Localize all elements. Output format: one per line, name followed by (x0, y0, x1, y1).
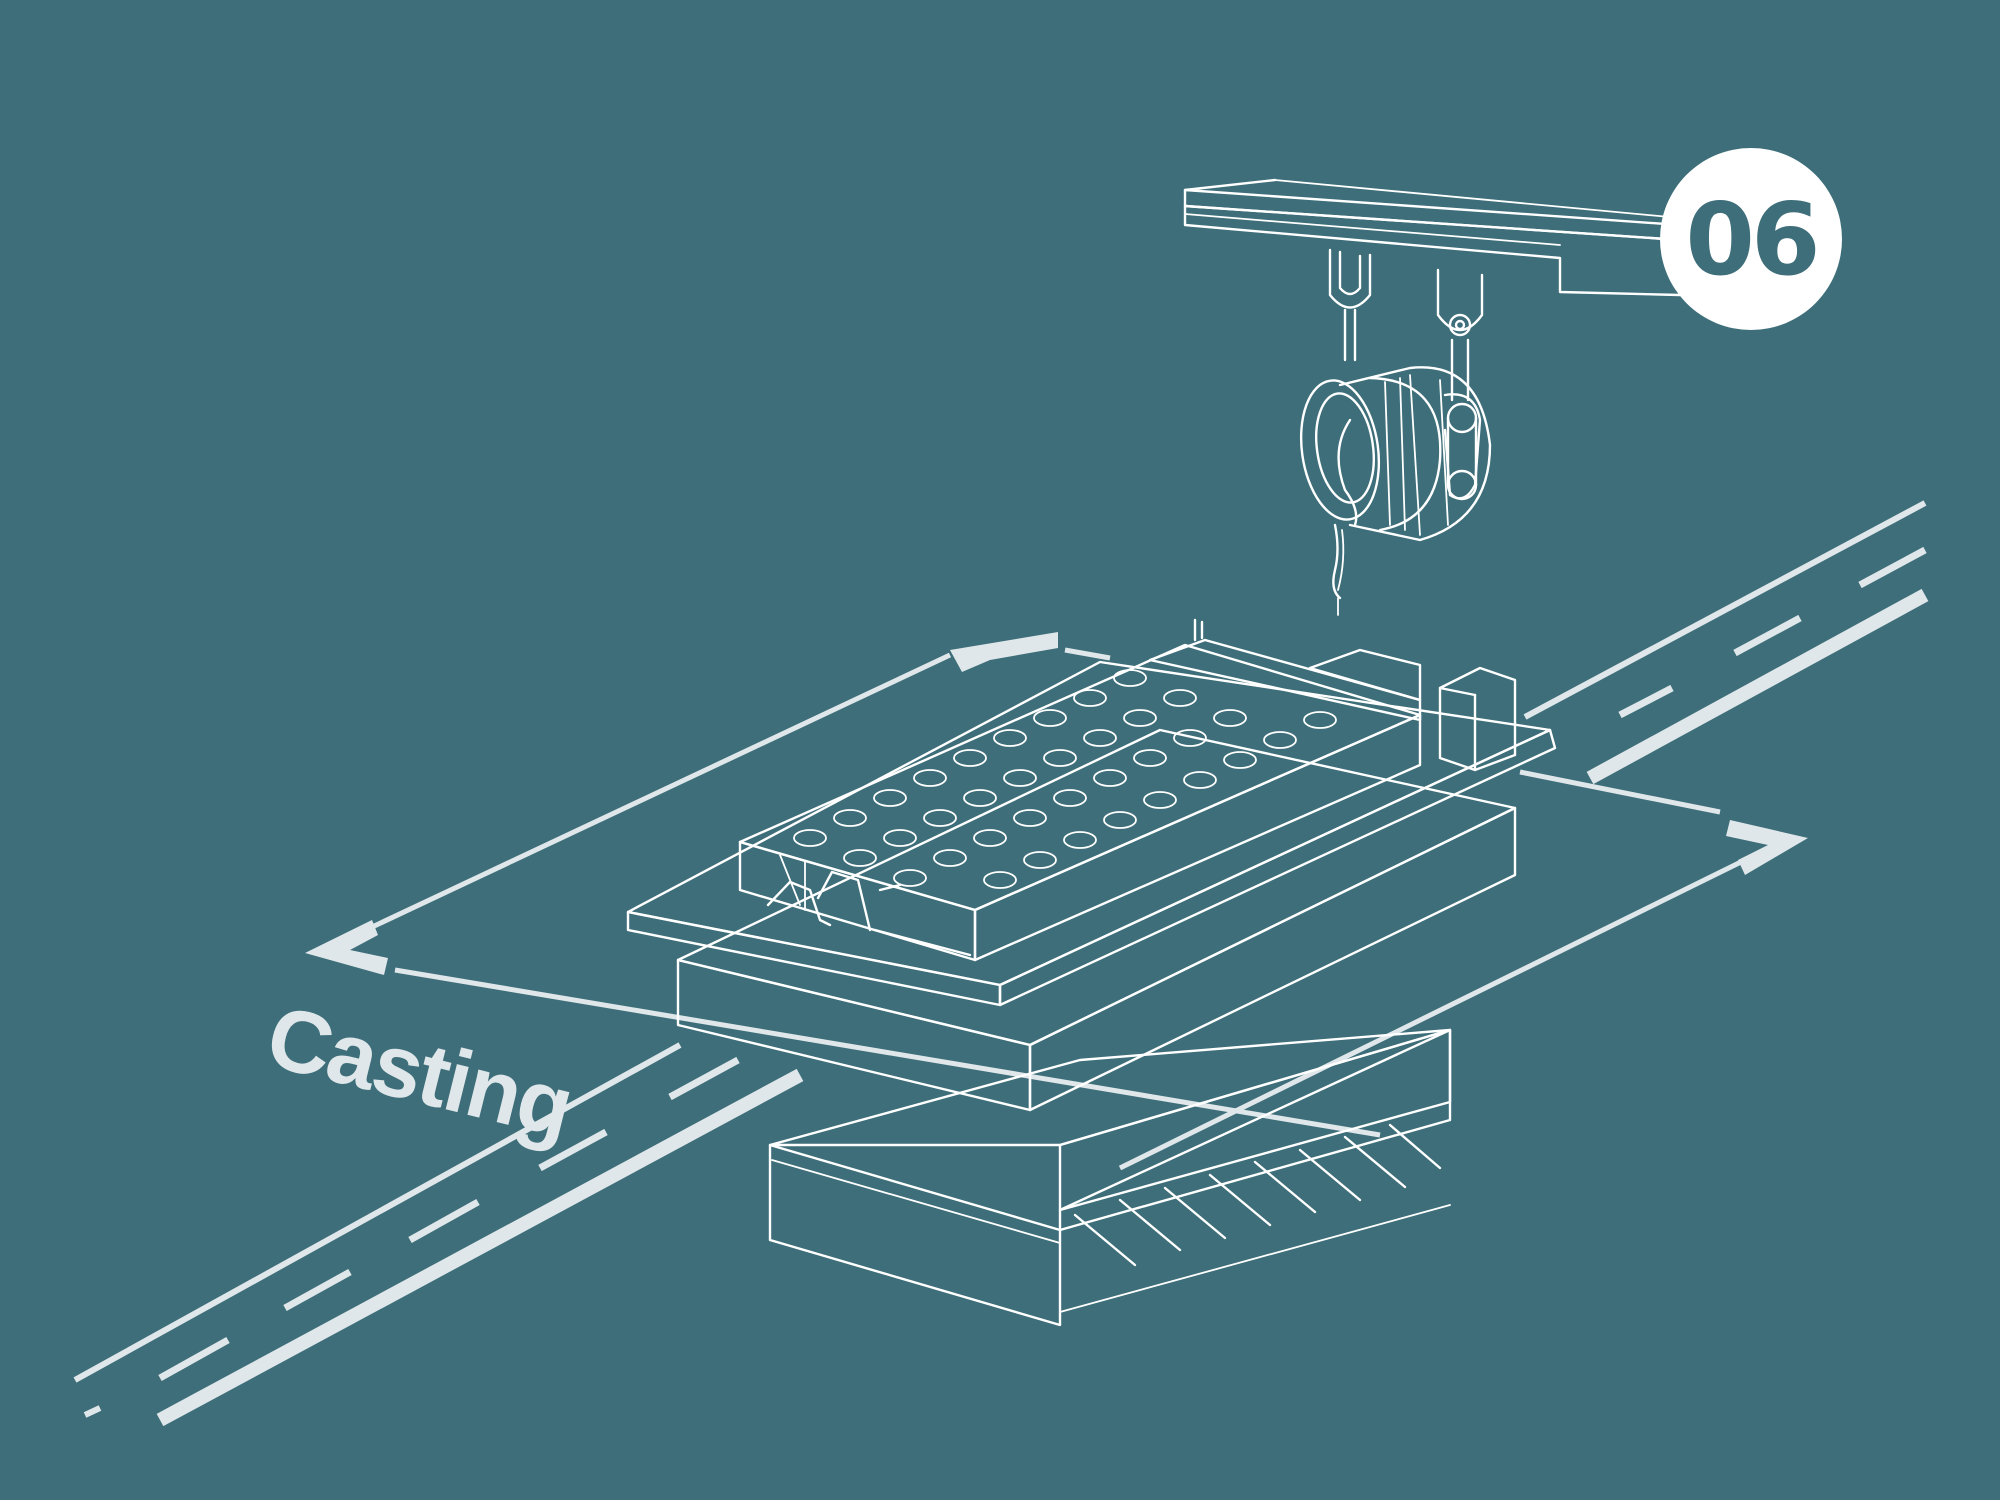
mould-tray (626, 660, 1557, 1007)
ladle-icon (1299, 366, 1492, 600)
machine-base (768, 1028, 1452, 1327)
step-number-badge: 06 (1660, 148, 1842, 330)
mould-block (738, 643, 1422, 962)
platform-slab (676, 728, 1517, 1112)
mould-rail-end (1148, 618, 1517, 772)
work-area-frame (305, 632, 1808, 1171)
conveyor-lane-upper (1523, 500, 1929, 785)
step-number: 06 (1685, 180, 1820, 298)
mould-cups (793, 669, 1337, 889)
ladle-hangers (1328, 248, 1484, 402)
overhead-rail-icon (1183, 178, 1682, 297)
conveyor-lane-lower (73, 1042, 804, 1427)
